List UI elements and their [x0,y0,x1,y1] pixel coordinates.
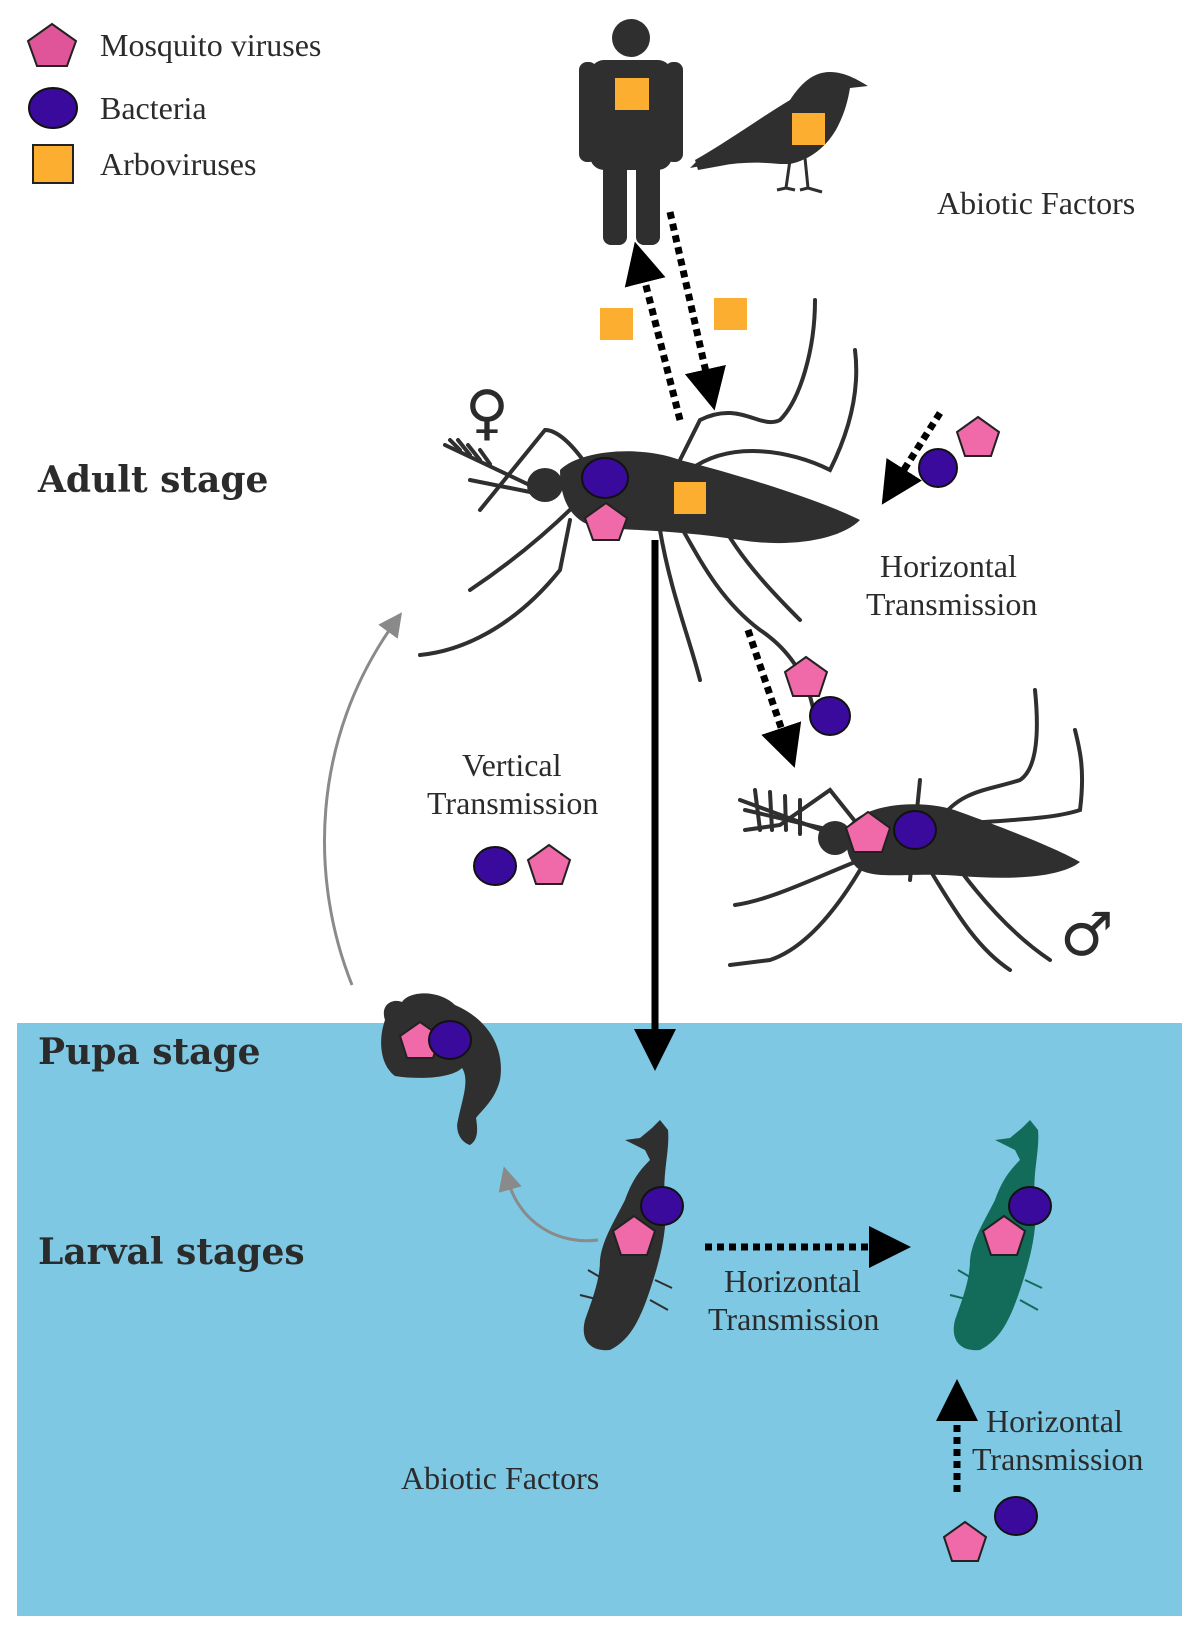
human-icon [579,19,683,245]
virus-pentagon [942,1520,988,1562]
human-to-mosquito-arrow [666,211,726,411]
male-mosquito-icon: ♂ [728,688,1114,972]
female-mosquito-icon: ♀ [418,298,860,722]
virus-pentagon [526,843,572,885]
abiotic-factors-bottom: Abiotic Factors [401,1460,599,1496]
horizontal-adult-line1: Horizontal [880,548,1017,584]
crow-icon [690,72,868,194]
female-to-male-arrow [744,628,802,768]
legend-mosquito-viruses: Mosquito viruses [100,27,321,63]
legend-arboviruses: Arboviruses [100,146,256,182]
horizontal-env-line1: Horizontal [986,1403,1123,1439]
horizontal-adult-line2: Transmission [866,586,1037,622]
virus-pentagon [783,655,829,697]
pupa-to-adult-arrow [323,612,403,986]
mosquito-to-human-arrow [624,241,684,421]
stage-larval: Larval stages [38,1231,305,1273]
horizontal-larva-line1: Horizontal [724,1263,861,1299]
vertical-line1: Vertical [462,747,562,783]
larva-to-pupa-arrow [498,1166,599,1243]
legend: Mosquito viruses Bacteria Arboviruses [26,22,321,184]
bacteria-circle [809,696,851,736]
legend-square-icon [32,144,74,184]
stage-adult: Adult stage [37,459,268,501]
horizontal-env-line2: Transmission [972,1441,1143,1477]
abiotic-factors-top: Abiotic Factors [937,185,1135,221]
legend-bacteria: Bacteria [100,90,207,126]
infected-larva-icon [949,1120,1052,1351]
environment-to-female-arrow [881,411,943,505]
legend-pentagon-icon [26,22,78,67]
legend-circle-icon [28,87,78,129]
female-symbol: ♀ [465,378,509,448]
arbovirus-square [600,308,633,340]
horizontal-larva-line2: Transmission [708,1301,879,1337]
bacteria-circle [473,846,517,886]
bacteria-circle [918,448,958,488]
male-symbol: ♂ [1060,900,1114,970]
arbovirus-square [714,298,747,330]
larva-icon [579,1120,684,1351]
vertical-line2: Transmission [427,785,598,821]
virus-pentagon [955,415,1001,457]
stage-pupa: Pupa stage [38,1031,261,1073]
pupa-icon [381,993,501,1145]
bacteria-circle [994,1496,1038,1536]
